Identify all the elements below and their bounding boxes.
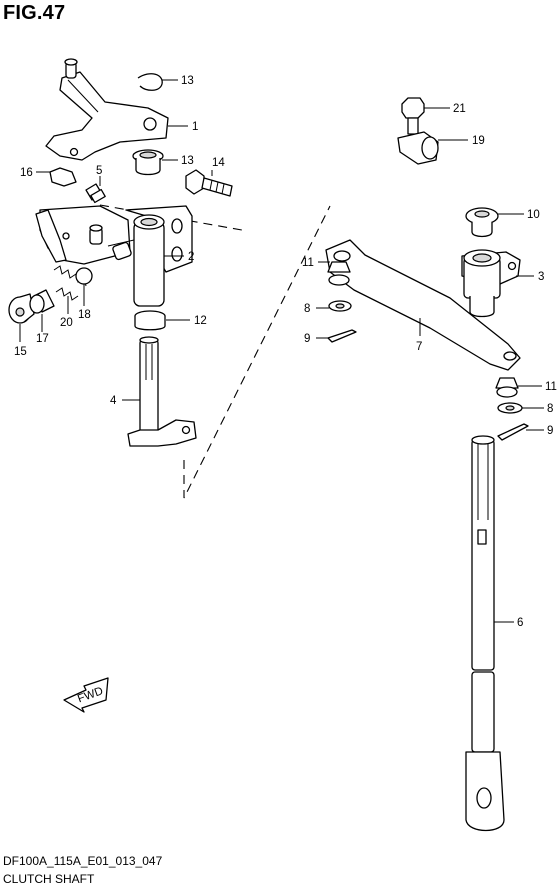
callout-20: 20	[60, 317, 73, 329]
callout-9b: 9	[547, 425, 553, 437]
figure-code: DF100A_115A_E01_013_047	[3, 854, 163, 868]
clutch-shaft-lower[interactable]	[465, 435, 505, 832]
callout-8b: 8	[547, 403, 553, 415]
callout-11a: 11	[302, 257, 314, 269]
callout-19: 19	[472, 135, 485, 147]
callout-3: 3	[538, 271, 544, 283]
callout-1: 1	[192, 121, 198, 133]
callout-11b: 11	[545, 381, 557, 393]
lower-bushing[interactable]	[134, 310, 166, 331]
cotter-pin-right[interactable]	[497, 423, 529, 441]
detent-housing[interactable]	[29, 289, 55, 314]
callout-16: 16	[20, 167, 33, 179]
figure-title: FIG.47	[3, 2, 66, 24]
callout-6-label: 6	[517, 617, 523, 629]
callout-15: 15	[14, 346, 27, 358]
clutch-link-rod[interactable]	[325, 239, 521, 371]
callouts: 13 1 13 14 16 5 2 12 15 17 20 18	[14, 75, 557, 629]
clamp[interactable]	[397, 131, 439, 165]
snap-ring[interactable]	[137, 73, 163, 91]
bolt[interactable]	[185, 169, 233, 197]
ball[interactable]	[75, 267, 93, 285]
clutch-shaft-upper[interactable]	[127, 336, 197, 447]
grease-fitting[interactable]	[85, 183, 106, 204]
callout-18: 18	[78, 309, 91, 321]
shaft-arm-boss[interactable]	[461, 249, 521, 318]
forward-direction-badge: FWD	[63, 677, 109, 713]
callout-5: 5	[96, 165, 102, 177]
clamp-bolt[interactable]	[401, 97, 425, 135]
cotter-pin-left[interactable]	[327, 329, 357, 343]
callout-21: 21	[453, 103, 466, 115]
clutch-lever-plate[interactable]	[45, 58, 169, 161]
upper-bushing[interactable]	[132, 149, 164, 176]
callout-13b: 13	[181, 155, 194, 167]
clutch-rod-bracket[interactable]	[35, 205, 193, 307]
callout-8a: 8	[304, 303, 310, 315]
callout-17: 17	[36, 333, 49, 345]
callout-14: 14	[212, 157, 225, 169]
figure-caption: CLUTCH SHAFT	[3, 872, 95, 886]
callout-9a: 9	[304, 333, 310, 345]
bushing-right[interactable]	[495, 377, 519, 398]
callout-13a: 13	[181, 75, 194, 87]
washer-left[interactable]	[328, 300, 352, 312]
callout-7: 7	[416, 341, 422, 353]
bushing-left[interactable]	[327, 261, 351, 286]
clip[interactable]	[49, 167, 77, 187]
callout-2: 2	[188, 251, 194, 263]
callout-10: 10	[527, 209, 540, 221]
washer-right[interactable]	[497, 402, 523, 414]
bushing-cap[interactable]	[465, 207, 499, 238]
callout-4: 4	[110, 395, 117, 407]
callout-12: 12	[194, 315, 207, 327]
